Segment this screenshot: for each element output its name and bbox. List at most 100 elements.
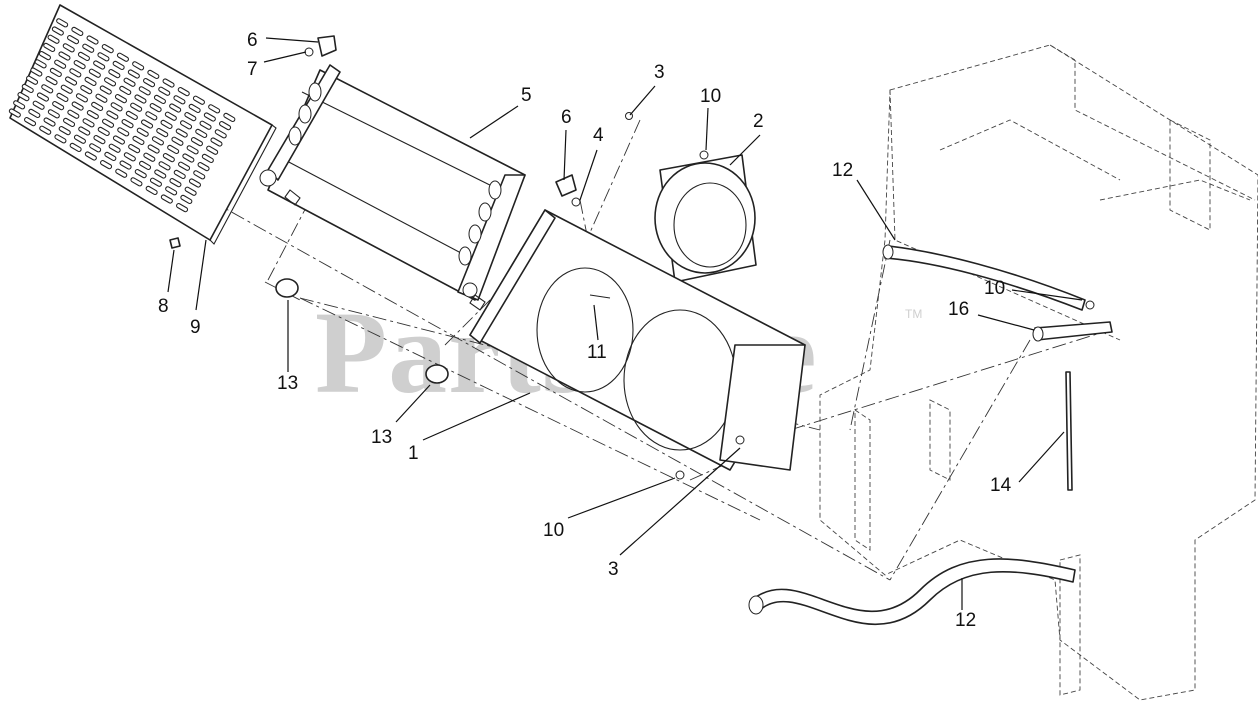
grille-slot: [112, 60, 125, 71]
grille-slot: [62, 43, 75, 53]
grille-slot: [56, 18, 69, 28]
grille-slot: [206, 145, 219, 155]
screw-grille: [169, 237, 181, 249]
grille-slot: [180, 194, 193, 205]
grille-slot: [108, 69, 121, 79]
callout-14: 14: [990, 475, 1012, 496]
grille-slot: [134, 94, 147, 104]
grille-slot: [73, 60, 86, 70]
grille-slot: [223, 112, 236, 123]
grille-slot: [184, 112, 197, 122]
grille-slot: [110, 102, 123, 112]
grille-slot: [190, 137, 203, 147]
grille-slot: [188, 103, 201, 114]
callout-16: 16: [948, 299, 969, 320]
grille-slot: [69, 142, 82, 153]
grille-slot: [173, 95, 186, 105]
grille-slot: [104, 77, 117, 87]
grille-slot: [214, 129, 227, 139]
grille-slot: [17, 92, 30, 102]
grille-slot: [149, 177, 162, 187]
grille-slot: [141, 119, 154, 129]
callout-labels: 6 7 5 3 10 2 6 4 12 10 16 8 9 11 13 13 1…: [158, 30, 1012, 631]
leader-lines: [167, 37, 1083, 610]
grille-slot: [193, 170, 206, 180]
grille-slot: [100, 160, 113, 170]
grille-slot: [169, 103, 182, 113]
fan-bracket: [469, 209, 806, 480]
grille-slot: [175, 128, 188, 138]
grille-slot: [145, 185, 158, 196]
grille-slot: [121, 119, 134, 129]
callout-10c: 10: [543, 520, 564, 541]
oil-cooler: [259, 64, 526, 311]
callout-13a: 13: [277, 373, 298, 394]
callout-10a: 10: [700, 86, 721, 107]
grille-slot: [67, 109, 80, 119]
callout-7: 7: [247, 59, 258, 80]
grille-slot: [134, 169, 147, 179]
grille-slot: [219, 121, 232, 131]
clamp-top: [304, 35, 337, 57]
grille-slot: [47, 34, 60, 44]
grille-slot: [86, 110, 99, 120]
grille-slot: [104, 151, 117, 162]
grille-slot: [128, 144, 141, 154]
grille-slot: [63, 117, 76, 128]
clamp-right: [555, 174, 581, 207]
grille-slot: [171, 136, 184, 146]
grille-slot: [108, 143, 121, 153]
grille-slot: [119, 160, 132, 170]
grille-slot: [130, 102, 143, 112]
grille-slot: [127, 69, 140, 79]
grille-slot: [91, 101, 104, 112]
grille-slot: [38, 51, 51, 61]
callout-3b: 3: [608, 559, 619, 580]
grille-slot: [97, 52, 110, 62]
grille-slot: [49, 67, 62, 78]
grille-slot: [95, 93, 108, 103]
grille-slot: [132, 61, 145, 71]
callout-3a: 3: [654, 62, 665, 83]
grille-slot: [177, 87, 190, 97]
grille-slot: [54, 134, 67, 144]
grille-slot: [203, 112, 216, 122]
clamp-upper: [1085, 300, 1095, 310]
callout-6b: 6: [561, 107, 572, 128]
grille-slot: [115, 168, 128, 178]
grille-slot: [30, 67, 43, 77]
hose-lower: [751, 558, 1076, 626]
callout-12a: 12: [832, 160, 853, 181]
grille-slot: [125, 110, 138, 121]
grille-slot: [160, 194, 173, 204]
grille-slot: [71, 101, 84, 111]
grille-slot: [101, 44, 114, 54]
grille-slot: [99, 85, 112, 95]
grille-slot: [186, 145, 199, 155]
cooler-tubes: [288, 82, 502, 266]
grille-slot: [60, 84, 73, 94]
grille-slot: [119, 85, 132, 96]
callout-12b: 12: [955, 610, 976, 631]
grille-slot: [32, 100, 45, 110]
grille-slot: [41, 84, 54, 94]
grille-slot: [162, 153, 175, 163]
grille-slot: [116, 52, 129, 62]
grille-slot: [151, 136, 164, 146]
hose-clamps: [275, 278, 449, 384]
grille-slot: [51, 26, 64, 36]
grille-slot: [97, 126, 110, 137]
grille-slot: [84, 76, 97, 87]
grille-slot: [154, 169, 167, 179]
grille-slot: [54, 59, 67, 69]
grille-slots: [8, 18, 236, 213]
grille-slot: [173, 169, 186, 180]
grille-slot: [43, 117, 56, 127]
grille-slot: [195, 128, 208, 139]
grille-slot: [147, 144, 160, 154]
grille-screen: [8, 4, 277, 245]
callout-1: 1: [408, 443, 419, 464]
tractor-frame: [819, 44, 1258, 701]
grille-slot: [136, 127, 149, 137]
